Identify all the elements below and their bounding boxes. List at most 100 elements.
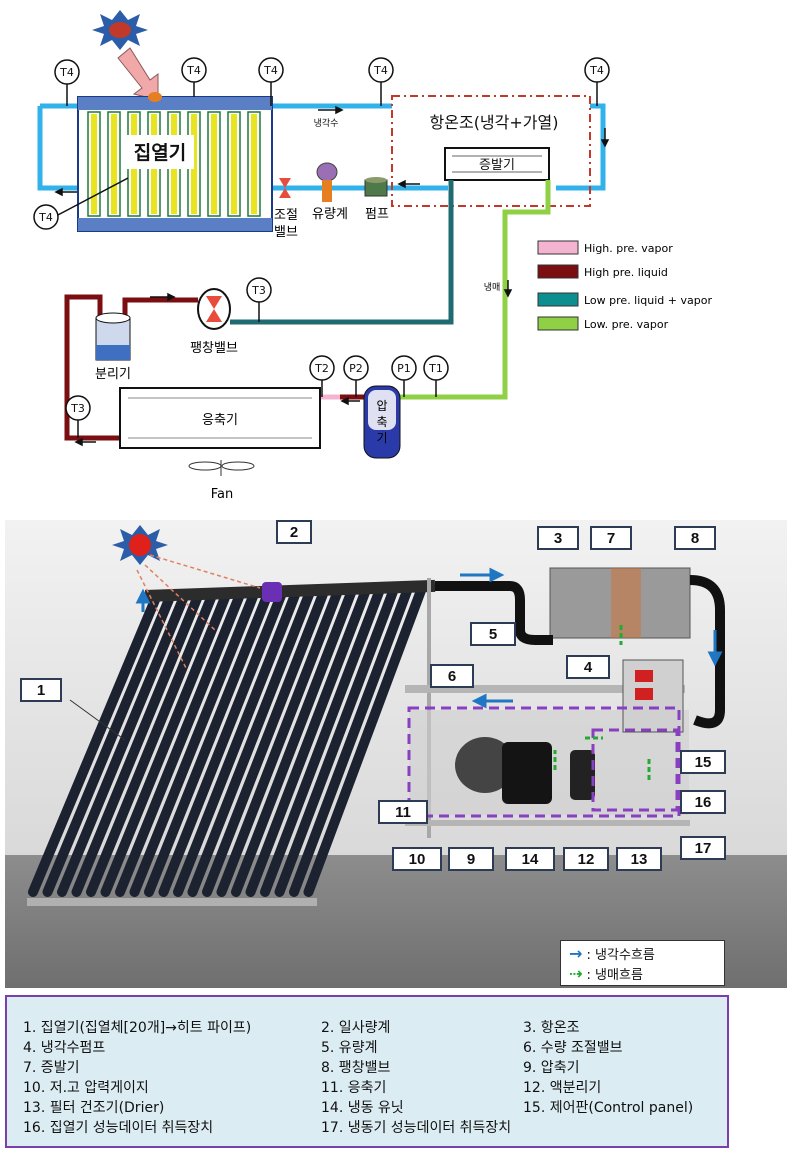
evaporator-label: 증발기 — [479, 158, 515, 173]
callout-10: 10 — [392, 847, 442, 871]
thermostatic-chamber — [391, 95, 591, 207]
sun-icon — [92, 10, 148, 50]
callout-7: 7 — [590, 526, 632, 550]
collector-tube-core — [251, 114, 257, 214]
legend-refrigerant-row: ⇢ : 냉매흐름 — [569, 964, 643, 984]
part-10: 10. 저.고 압력게이지 — [23, 1080, 149, 1096]
collector-tube-core — [111, 114, 117, 214]
callout-1: 1 — [20, 678, 62, 702]
vacuum-tube — [245, 587, 370, 897]
vacuum-tube — [57, 594, 188, 897]
legend-label-1: High. pre. vapor — [584, 242, 673, 255]
part-14: 14. 냉동 유닛 — [321, 1100, 404, 1116]
vacuum-tube — [187, 589, 314, 897]
legend-swatch-2 — [537, 264, 579, 279]
parts-list: 1. 집열기(집열체[20개]→히트 파이프) 2. 일사량계 3. 항온조 4… — [5, 995, 729, 1148]
vacuum-tube — [71, 593, 202, 897]
collector-tube-core — [231, 114, 237, 214]
sun-photo-icon — [112, 525, 168, 565]
sensor-t3-1: T3 — [251, 284, 266, 297]
collector-tube-core — [211, 114, 217, 214]
sensor-markers — [33, 57, 610, 438]
part-6: 6. 수량 조절밸브 — [523, 1040, 623, 1056]
schematic-legend: High. pre. vapor High pre. liquid Low pr… — [537, 240, 712, 331]
condenser-label: 응축기 — [202, 413, 238, 428]
legend-swatch-4 — [537, 316, 579, 331]
vacuum-tube — [216, 588, 342, 897]
callout-14: 14 — [505, 847, 555, 871]
solar-collector: 집열기 — [77, 92, 273, 232]
callout-15: 15 — [680, 750, 726, 774]
expansion-valve-icon — [197, 288, 231, 330]
vacuum-tube — [274, 586, 398, 897]
pump-icon — [364, 177, 388, 197]
callout-5: 5 — [470, 622, 516, 646]
vacuum-tube — [173, 590, 300, 897]
sensor-p2: P2 — [349, 362, 363, 375]
legend-swatch-1 — [537, 240, 579, 255]
callout-9: 9 — [448, 847, 494, 871]
sensor-p1: P1 — [397, 362, 411, 375]
pyranometer — [262, 582, 282, 602]
sensor-t4-3: T4 — [263, 64, 278, 77]
vacuum-tube — [231, 588, 356, 897]
compressor-label-3: 기 — [376, 431, 387, 445]
callout-11: 11 — [378, 800, 428, 824]
installation-photo — [5, 520, 787, 988]
sensor-t4-5: T4 — [589, 64, 604, 77]
radiation-arrow — [117, 47, 159, 101]
separator-icon — [95, 312, 131, 361]
compressor-label-1: 압 — [376, 399, 387, 413]
compressor-label-2: 축 — [376, 415, 387, 429]
part-1: 1. 집열기(집열체[20개]→히트 파이프) — [23, 1020, 252, 1036]
sensor-t1: T1 — [428, 362, 443, 375]
legend-swatch-3 — [537, 292, 579, 307]
flowmeter-icon — [316, 162, 338, 202]
coolant-arrows-photo — [135, 567, 723, 709]
refrigerant-legend-label: : 냉매흐름 — [586, 968, 643, 983]
legend-label-3: Low pre. liquid + vapor — [584, 294, 712, 307]
part-15: 15. 제어판(Control panel) — [523, 1100, 694, 1116]
part-11: 11. 응축기 — [321, 1080, 387, 1096]
coolant-legend-label: : 냉각수흐름 — [586, 948, 655, 963]
refrigerant-arrow-icon: ⇢ — [569, 964, 583, 983]
sensor-t4-2: T4 — [186, 64, 201, 77]
callout-17: 17 — [680, 836, 726, 860]
collector-tubes-photo — [28, 585, 426, 897]
callout-3: 3 — [537, 526, 579, 550]
sensor-t3-2: T3 — [70, 402, 85, 415]
vacuum-tube — [260, 587, 384, 897]
refrigerant-label: 냉매 — [484, 282, 501, 293]
callout-4: 4 — [566, 655, 610, 679]
legend-coolant-row: → : 냉각수흐름 — [569, 944, 655, 964]
chamber-label: 항온조(냉각+가열) — [430, 113, 559, 132]
collector-label: 집열기 — [134, 142, 186, 164]
part-3: 3. 항온조 — [523, 1020, 580, 1036]
vacuum-tube — [158, 590, 286, 897]
legend-label-2: High pre. liquid — [584, 266, 668, 279]
callout-16: 16 — [680, 790, 726, 814]
separator-label: 분리기 — [95, 367, 131, 382]
pump-label: 펌프 — [365, 207, 389, 222]
part-16: 16. 집열기 성능데이터 취득장치 — [23, 1120, 214, 1136]
control-valve-label-2: 밸브 — [274, 225, 298, 240]
vacuum-tube — [129, 591, 258, 897]
part-4: 4. 냉각수펌프 — [23, 1040, 106, 1056]
coolant-label: 냉각수 — [314, 117, 339, 129]
vacuum-tube — [115, 592, 244, 897]
vacuum-tube — [202, 589, 328, 897]
evaporator: 증발기 — [444, 147, 550, 181]
system-schematic: 집열기 항온조(냉각+가열) 증발기 냉각수 조절 밸브 유량계 펌프 냉매 — [33, 10, 712, 502]
callout-12: 12 — [563, 847, 609, 871]
part-13: 13. 필터 건조기(Drier) — [23, 1100, 165, 1116]
vacuum-tube — [303, 585, 426, 897]
compressor: 압 축 기 — [363, 385, 401, 459]
coolant-arrow-icon: → — [569, 944, 583, 963]
part-9: 9. 압축기 — [523, 1060, 580, 1076]
vacuum-tube — [86, 593, 216, 897]
collector-tube-core — [91, 114, 97, 214]
vacuum-tube — [28, 595, 160, 897]
condenser: 응축기 — [119, 387, 321, 449]
vacuum-tube — [289, 586, 412, 897]
sensor-t4-4: T4 — [373, 64, 388, 77]
